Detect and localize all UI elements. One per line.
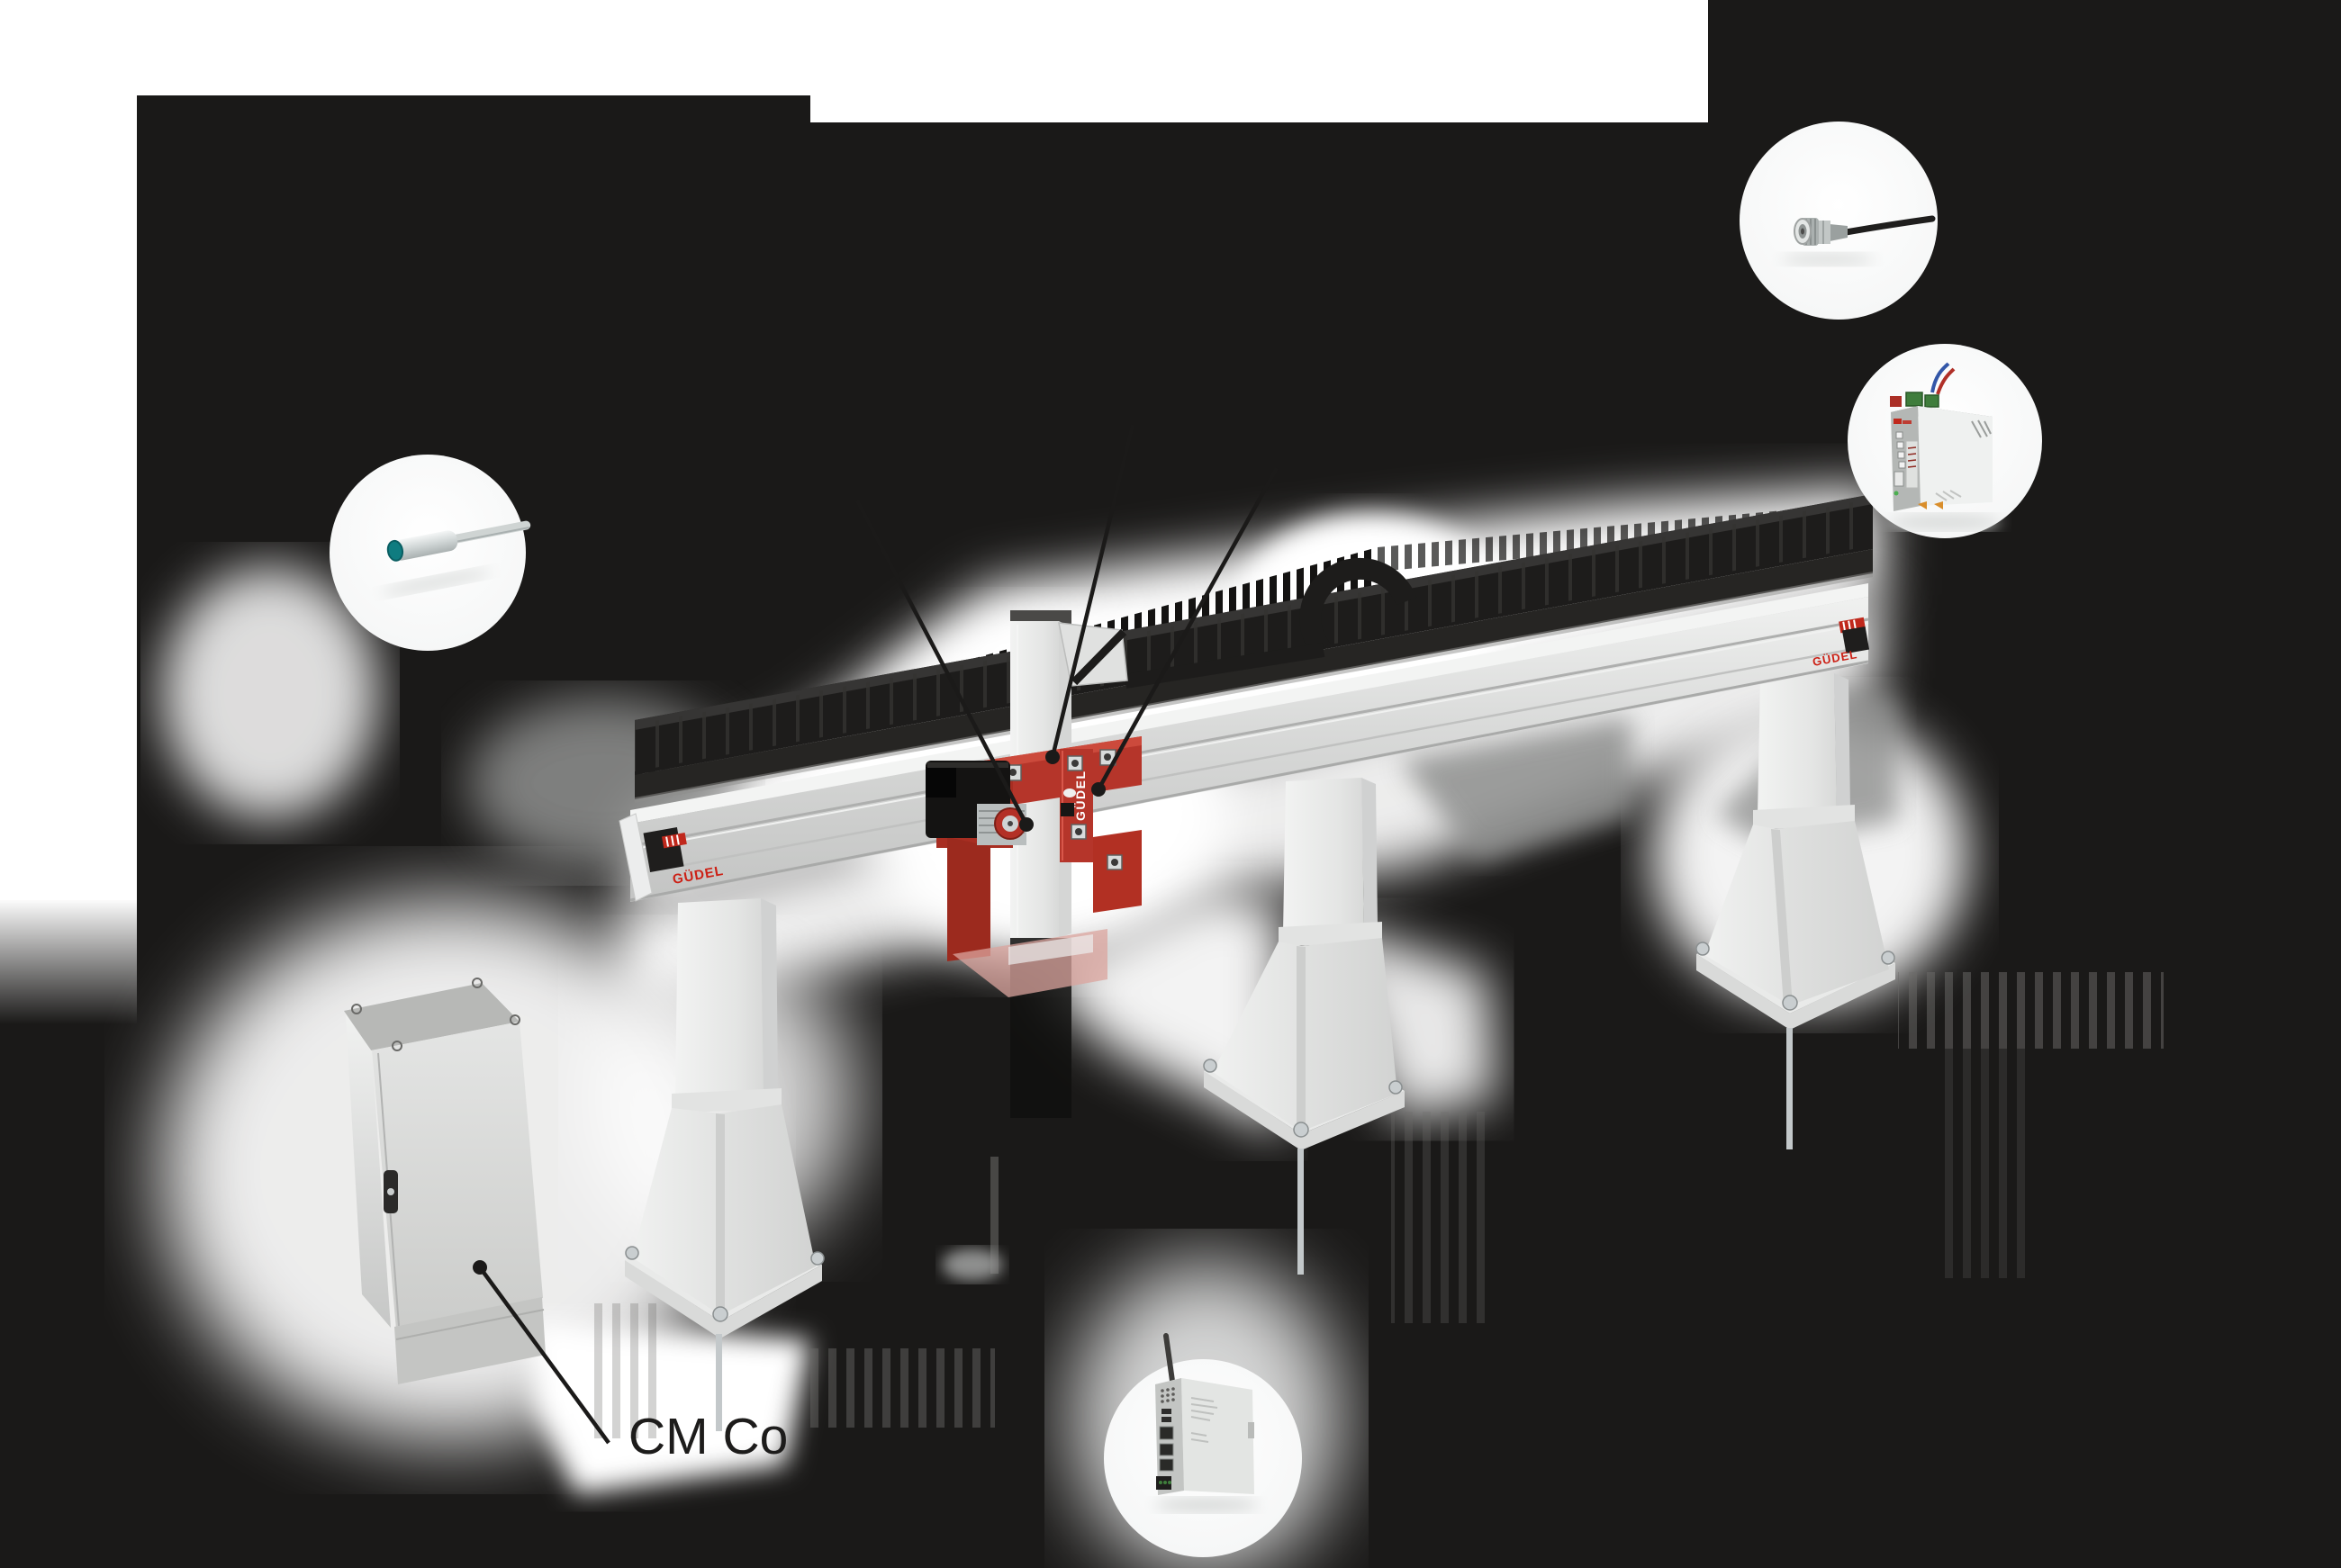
column-foot [942,1248,1003,1281]
label-text-lines [1190,1397,1218,1443]
anchor-stud [1786,1028,1793,1149]
accelerometer-icon [1781,215,1936,266]
y-carriage: GÜDEL [926,736,1142,997]
antenna [1163,1333,1175,1383]
cabinet-top [344,983,520,1050]
limit-flag-left [661,833,687,849]
ethernet-port [1159,1426,1174,1440]
anchor-stud [1297,1149,1304,1275]
anchor-stud [716,1334,722,1431]
red-connector [1890,396,1902,407]
red-wire [1936,367,1956,395]
leader-lines [478,424,1279,1445]
callout-gateway [1104,1333,1302,1557]
status-led [1894,491,1899,496]
callout-din-module [1848,344,2042,538]
blue-wire [1930,362,1950,393]
sensor-cable [1842,215,1936,236]
pointer-dot-cabinet [473,1260,487,1275]
din-clip [1248,1422,1254,1438]
usb-port [1161,1409,1171,1414]
control-cabinet [344,978,546,1384]
leveling-feet [1695,942,1895,1011]
cabinet-plinth [394,1297,546,1384]
leader-dots [473,750,1106,1275]
green-connector [1905,392,1923,407]
vent-grid [1161,1387,1175,1403]
white-background-zones [0,0,1708,1024]
pointer-dot-column [1045,750,1060,764]
energy-chain-loop [1299,557,1417,657]
callout-label: CM Co [628,1408,788,1465]
leveling-feet [1203,1059,1403,1138]
cabinet-side [346,1014,391,1328]
pointer-dot-beam [1091,782,1106,797]
carriage-logo: GÜDEL [1073,770,1088,822]
pillar-left [625,898,825,1431]
pillar-right [1695,673,1895,1149]
column-top-bracket [1058,622,1128,687]
cabinet-door [372,1022,543,1329]
callout-inductive-sensor [330,455,531,651]
pillar-middle [1203,778,1405,1275]
gantry-machine: GÜDEL GÜDEL [619,494,1895,1431]
din-module-icon [1889,362,2001,530]
gateway-icon [1154,1333,1259,1512]
pointer-dot-carriage [1019,817,1034,832]
inductive-sensor-icon [381,520,531,595]
cabinet-eyebolts [351,978,520,1051]
leveling-feet [625,1246,825,1322]
led-buttons [1895,431,1906,469]
usb-port [1894,471,1904,487]
callout-accelerometer [1740,122,1938,320]
limit-switch-bracket-right [1841,626,1870,654]
